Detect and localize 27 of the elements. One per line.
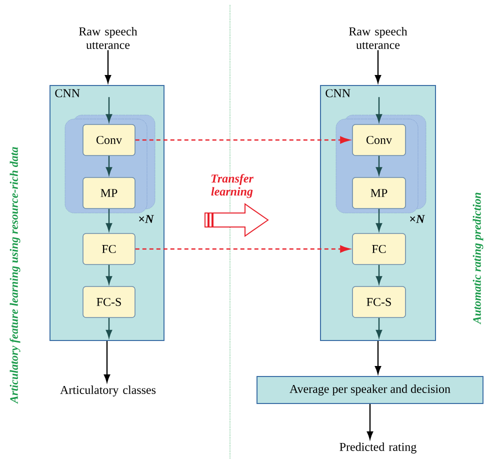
arrow (376, 208, 382, 232)
arrow (104, 341, 110, 382)
caption-text: Predicted rating (340, 442, 416, 454)
arrow (106, 208, 112, 232)
caption-text: Articulatory classes (60, 386, 156, 396)
repeat-count: ×N (139, 215, 154, 223)
layer-box: FC (352, 233, 406, 265)
process-box: Average per speaker and decision (256, 376, 484, 404)
caption-text: Raw speech utterance (79, 27, 138, 49)
transfer-label: Transfer learning (211, 174, 254, 198)
caption-text: Raw speech utterance (349, 27, 408, 49)
repeat-count: ×N (410, 215, 426, 223)
layer-box: FC-S (352, 286, 406, 318)
arrow (106, 318, 112, 338)
arrow (104, 50, 112, 83)
arrow (106, 264, 112, 284)
arrow (376, 318, 382, 338)
arrow (366, 404, 374, 440)
layer-box: FC-S (82, 286, 136, 318)
layer-box: FC (82, 233, 136, 265)
arrow (135, 136, 350, 144)
arrow (374, 50, 382, 83)
side-label: Automatic rating prediction (472, 192, 484, 324)
arrow (135, 245, 350, 253)
arrow (376, 264, 382, 284)
arrow (374, 341, 382, 374)
side-label: Articulatory feature learning using resource-rich data (10, 147, 20, 404)
